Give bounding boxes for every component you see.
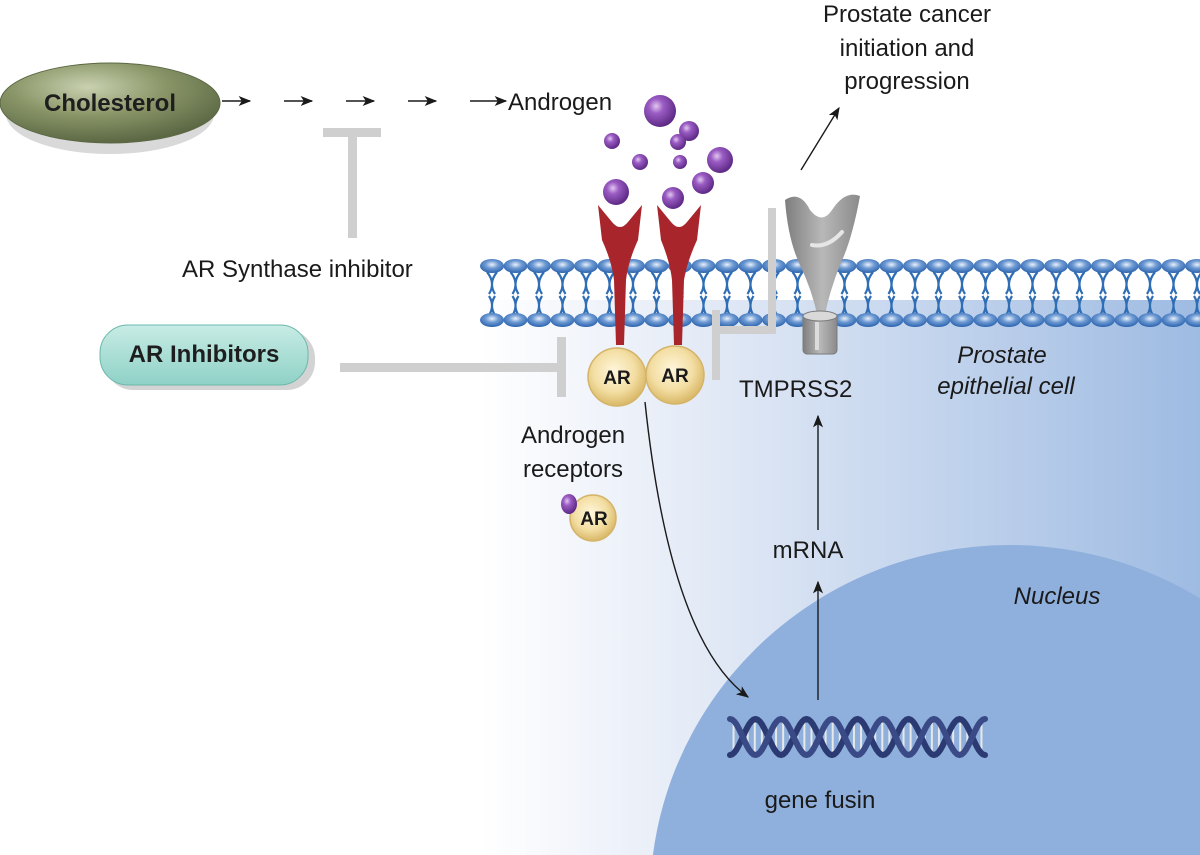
phospholipid xyxy=(691,259,716,327)
phospholipid xyxy=(997,259,1021,327)
phospholipid xyxy=(550,259,575,327)
ar-inhibition-bar xyxy=(340,337,566,397)
ar-label: AR xyxy=(580,509,608,530)
dna-helix-icon xyxy=(727,715,988,759)
phospholipid xyxy=(715,259,739,327)
androgen-molecule xyxy=(603,179,629,205)
dna-strand xyxy=(727,715,988,759)
gene-fusion-label: gene fusin xyxy=(765,787,876,814)
androgen-receptors-line1: Androgen xyxy=(521,422,625,449)
androgen-molecule xyxy=(679,121,699,141)
outcome-line2: initiation and xyxy=(840,35,975,62)
cholesterol-node[interactable]: Cholesterol xyxy=(0,62,221,154)
androgen-molecule xyxy=(692,172,714,194)
androgen-molecule xyxy=(662,187,684,209)
phospholipid xyxy=(879,259,904,327)
mrna-label: mRNA xyxy=(773,537,844,564)
androgen-receptors-line2: receptors xyxy=(523,456,623,483)
phospholipid xyxy=(644,259,669,327)
phospholipid xyxy=(1161,259,1186,327)
phospholipid xyxy=(856,259,880,327)
androgen-molecules xyxy=(603,95,733,209)
outcome-arrow xyxy=(800,106,840,171)
receptor-left xyxy=(598,205,642,345)
androgen-label: Androgen xyxy=(508,89,612,116)
phospholipid xyxy=(1138,259,1162,327)
phospholipid xyxy=(903,259,927,327)
outcome-line3: progression xyxy=(844,68,969,95)
receptor-right xyxy=(657,205,701,345)
tmprss2-protein[interactable] xyxy=(785,194,860,355)
ar-receptor-2[interactable]: AR xyxy=(645,345,705,405)
cell-label-line2: epithelial cell xyxy=(937,373,1075,400)
ar-synthase-inhibitor-label: AR Synthase inhibitor xyxy=(182,256,413,283)
phospholipid xyxy=(527,259,551,327)
androgen-molecule xyxy=(604,133,620,149)
phospholipid xyxy=(503,259,528,327)
ar-label: AR xyxy=(603,368,631,389)
dna-strand xyxy=(727,715,988,759)
translocation-arrow xyxy=(644,401,750,698)
ar-label: AR xyxy=(661,366,689,387)
synthase-inhibition-bar xyxy=(323,128,381,238)
phospholipid xyxy=(973,259,998,327)
androgen-molecule xyxy=(673,155,687,169)
free-ar-receptor[interactable]: AR xyxy=(561,494,617,542)
tmprss2-bracket xyxy=(712,208,776,380)
ar-inhibitors-label: AR Inhibitors xyxy=(129,341,280,368)
phospholipid xyxy=(1067,259,1092,327)
androgen-molecule xyxy=(632,154,648,170)
androgen-molecule xyxy=(707,147,733,173)
phospholipid xyxy=(574,259,598,327)
phospholipid xyxy=(926,259,951,327)
androgen-molecule xyxy=(644,95,676,127)
cell-label-line1: Prostate xyxy=(957,342,1046,369)
nucleus xyxy=(652,545,1200,855)
phospholipid xyxy=(1091,259,1115,327)
phospholipid xyxy=(1114,259,1139,327)
cholesterol-label: Cholesterol xyxy=(44,90,176,117)
tmprss2-label: TMPRSS2 xyxy=(739,376,852,403)
ar-inhibitors-node[interactable]: AR Inhibitors xyxy=(99,324,315,390)
phospholipid xyxy=(1185,259,1200,327)
phospholipid xyxy=(480,259,504,327)
ar-receptor-1[interactable]: AR xyxy=(587,347,647,407)
androgen-molecule xyxy=(670,134,686,150)
phospholipid xyxy=(1020,259,1045,327)
nucleus-label: Nucleus xyxy=(1014,583,1101,610)
outcome-line1: Prostate cancer xyxy=(823,1,991,28)
phospholipid xyxy=(738,259,763,327)
phospholipid xyxy=(950,259,974,327)
phospholipid xyxy=(1044,259,1068,327)
